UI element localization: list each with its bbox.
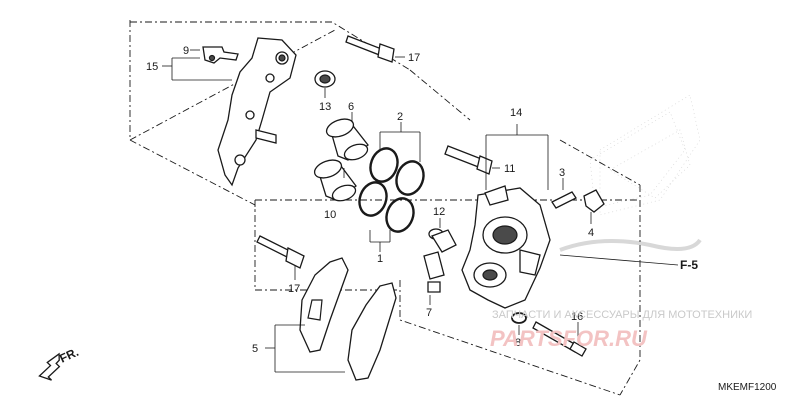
piston-lower <box>313 159 357 202</box>
front-label: FR. <box>57 345 80 366</box>
section-ref-f5: F-5 <box>680 258 698 272</box>
callout-1: 1 <box>377 253 383 265</box>
watermark-caption: ЗАПЧАСТИ И АКСЕССУАРЫ ДЛЯ МОТОТЕХНИКИ <box>492 309 752 321</box>
callout-6: 6 <box>348 101 354 113</box>
callout-8: 8 <box>515 337 521 349</box>
caliper-bracket <box>217 37 297 187</box>
slide-pin <box>444 145 493 175</box>
callout-17-upper: 17 <box>408 52 420 64</box>
piston-upper <box>325 118 369 161</box>
piston-seal-set-upper <box>369 147 425 196</box>
wing-logo-watermark <box>559 94 702 252</box>
callout-4: 4 <box>588 227 594 239</box>
callout-5: 5 <box>252 343 258 355</box>
front-direction-arrow: FR. <box>38 345 81 381</box>
callout-13: 13 <box>319 101 331 113</box>
bolt-lower <box>256 235 305 269</box>
callout-10: 10 <box>324 209 336 221</box>
callout-17-lower: 17 <box>288 283 300 295</box>
leader-lines <box>162 49 679 373</box>
brake-pad-left <box>299 257 349 353</box>
bleeder-cap <box>583 189 605 213</box>
pad-pin <box>532 321 587 357</box>
pad-spring-clip <box>202 46 239 64</box>
callout-16: 16 <box>571 311 583 323</box>
callout-14: 14 <box>510 107 522 119</box>
pin-boot <box>314 70 336 88</box>
callout-12: 12 <box>433 206 445 218</box>
callout-15: 15 <box>146 61 158 73</box>
callout-11: 11 <box>504 163 515 175</box>
caliper-boot <box>428 228 457 253</box>
pin-clip <box>511 312 527 324</box>
callout-2: 2 <box>397 111 403 123</box>
pad-retainer <box>423 251 445 293</box>
callout-7: 7 <box>426 307 432 319</box>
watermark-brand: PARTSFOR.RU <box>490 326 648 351</box>
callout-9: 9 <box>183 45 189 57</box>
caliper-body <box>461 185 551 309</box>
bolt-upper <box>345 35 395 63</box>
diagram-code: MKEMF1200 <box>718 382 777 393</box>
callout-3: 3 <box>559 167 565 179</box>
bleeder-valve <box>551 191 577 209</box>
piston-seal-set-lower <box>358 181 415 233</box>
brake-pad-right <box>347 282 397 381</box>
